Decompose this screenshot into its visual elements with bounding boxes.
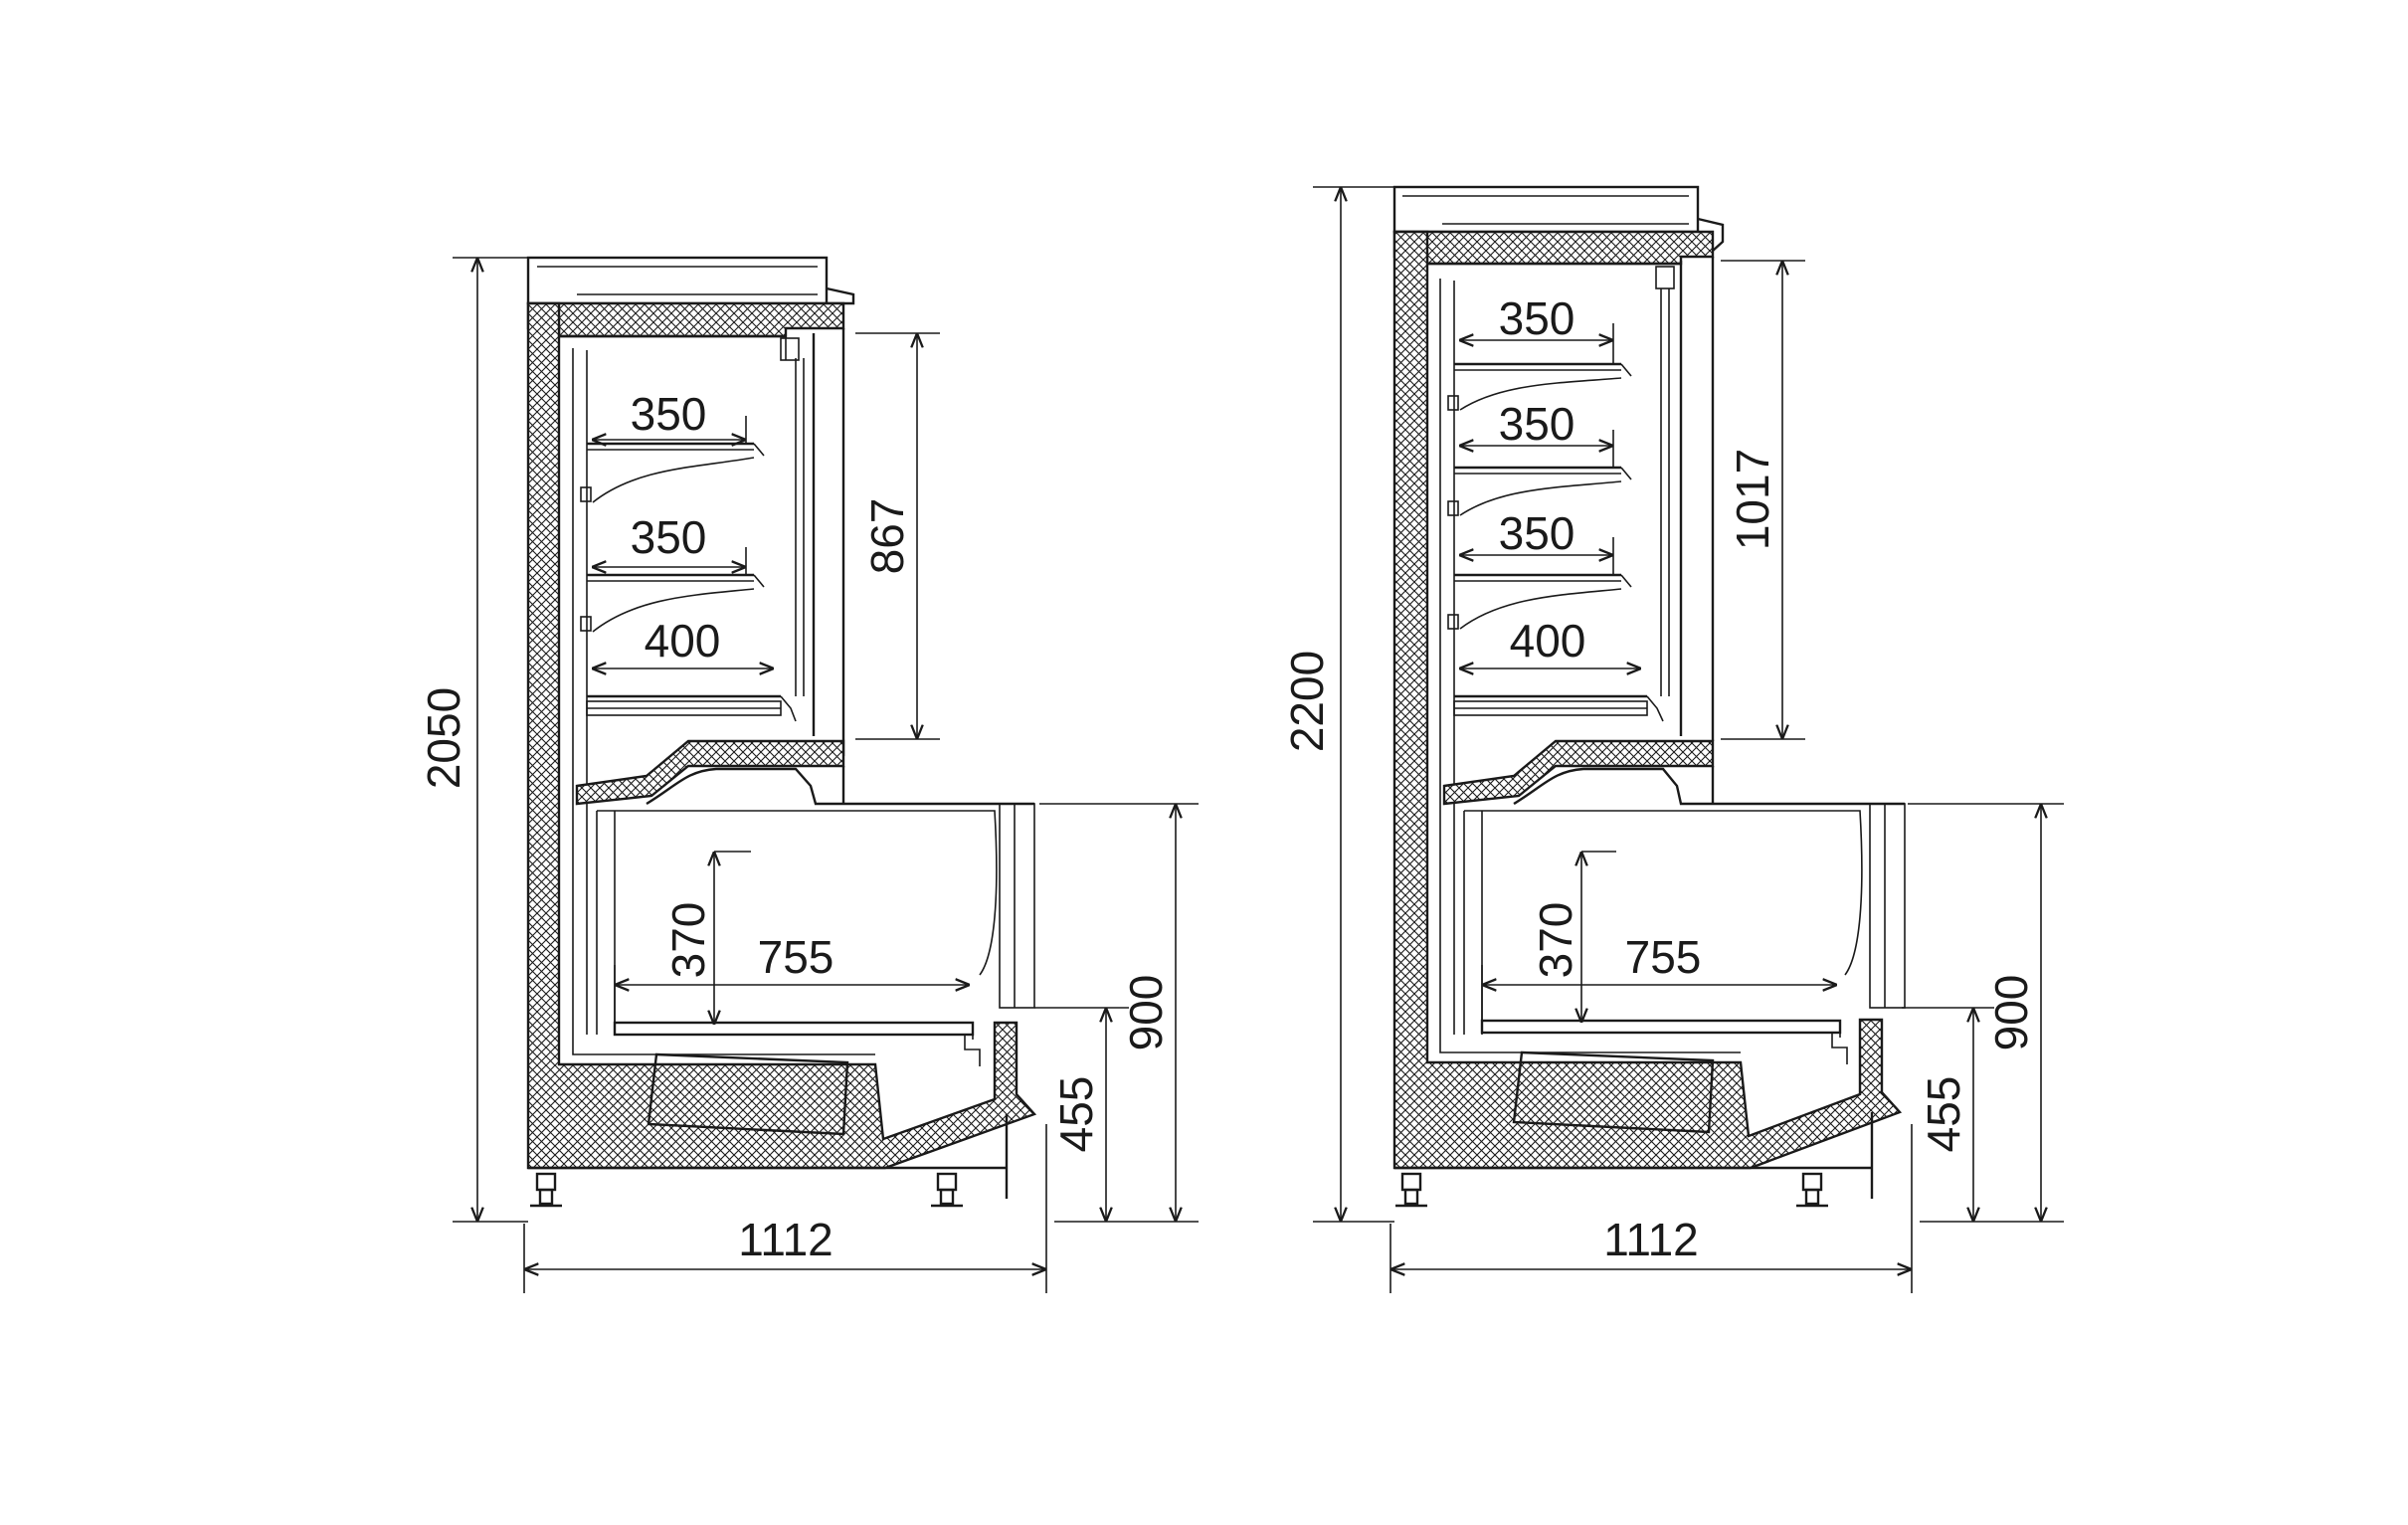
dim-counter-height-left: 900: [1120, 975, 1172, 1051]
dim-upper-opening-left: 867: [861, 498, 913, 575]
dim-shelf-1-right: 350: [1499, 292, 1575, 344]
back-wall-insulation-left: [526, 301, 1037, 1170]
dimensions-right: 2200 1112 1017 350 350 350 400 370 755: [1281, 186, 2064, 1293]
dim-shelf-3-right: 350: [1499, 507, 1575, 559]
dim-well-height-left: 370: [662, 902, 714, 979]
dim-base-height-left: 455: [1050, 1076, 1102, 1153]
top-insulation-left: [526, 301, 845, 338]
dim-height-right: 2200: [1281, 651, 1333, 752]
shelf-1-left: [580, 442, 765, 503]
canopy-left: [526, 256, 855, 305]
dim-well-height-right: 370: [1530, 902, 1581, 979]
shelf-2-left: [580, 573, 765, 633]
dim-shelf-2-left: 350: [631, 511, 707, 563]
dim-height-left: 2050: [418, 687, 469, 789]
dim-shelf-1-left: 350: [631, 388, 707, 440]
dim-bottom-shelf-right: 400: [1510, 615, 1586, 667]
dimensions-left: 2050 1112 867 350 350 400 370 755 900: [418, 257, 1199, 1293]
dim-depth-right: 1112: [1603, 1214, 1699, 1265]
dim-counter-height-right: 900: [1985, 975, 2037, 1051]
shelf-1-right: [1447, 362, 1632, 411]
dim-bottom-shelf-left: 400: [645, 615, 721, 667]
bottom-tray-left: [647, 1052, 849, 1136]
cabinet-view-left: [526, 256, 1037, 1208]
bottom-shelf-right: [1453, 694, 1664, 722]
legs-left: [528, 1114, 1009, 1208]
cabinet-view-right: [1392, 185, 1906, 1208]
dim-base-height-right: 455: [1918, 1076, 1969, 1153]
mid-deck-insulation-left: [575, 739, 845, 806]
bottom-tray-right: [1512, 1050, 1715, 1134]
bottom-shelf-left: [586, 694, 797, 722]
dim-depth-left: 1112: [738, 1214, 834, 1265]
top-insulation-right: [1392, 230, 1715, 266]
mid-deck-insulation-right: [1442, 739, 1715, 806]
legs-right: [1394, 1112, 1874, 1208]
dim-shelf-2-right: 350: [1499, 398, 1575, 450]
dim-upper-opening-right: 1017: [1727, 449, 1778, 550]
dim-well-depth-right: 755: [1625, 931, 1702, 983]
shelf-3-right: [1447, 573, 1632, 630]
dim-well-depth-left: 755: [758, 931, 834, 983]
back-wall-insulation-right: [1392, 230, 1903, 1170]
shelf-2-right: [1447, 466, 1632, 516]
